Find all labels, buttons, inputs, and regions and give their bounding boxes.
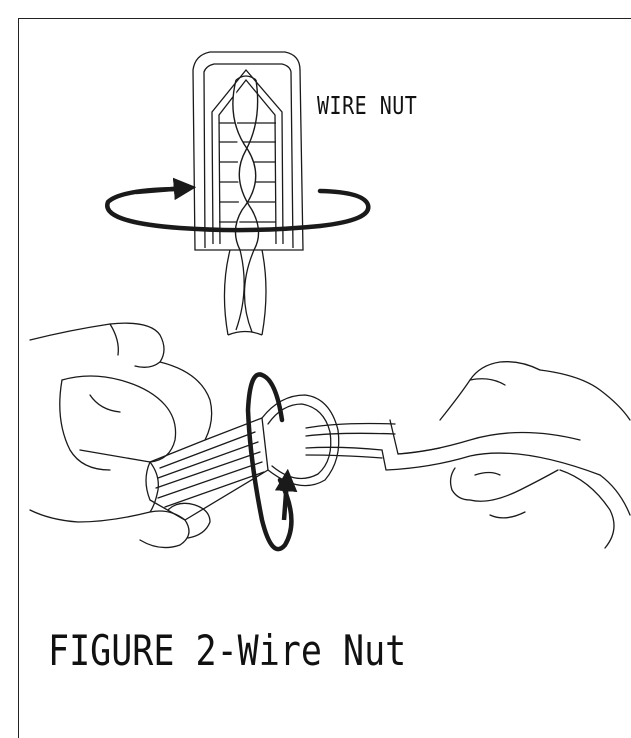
wire-nut-label: WIRE NUT: [317, 90, 417, 120]
wire-nut-diagram: [0, 0, 631, 720]
rotation-arrow-icon: [248, 374, 291, 549]
figure-caption: FIGURE 2-Wire Nut: [48, 628, 406, 676]
wire-nut-cutaway: [193, 52, 303, 335]
hands-twisting-illustration: [30, 323, 630, 548]
